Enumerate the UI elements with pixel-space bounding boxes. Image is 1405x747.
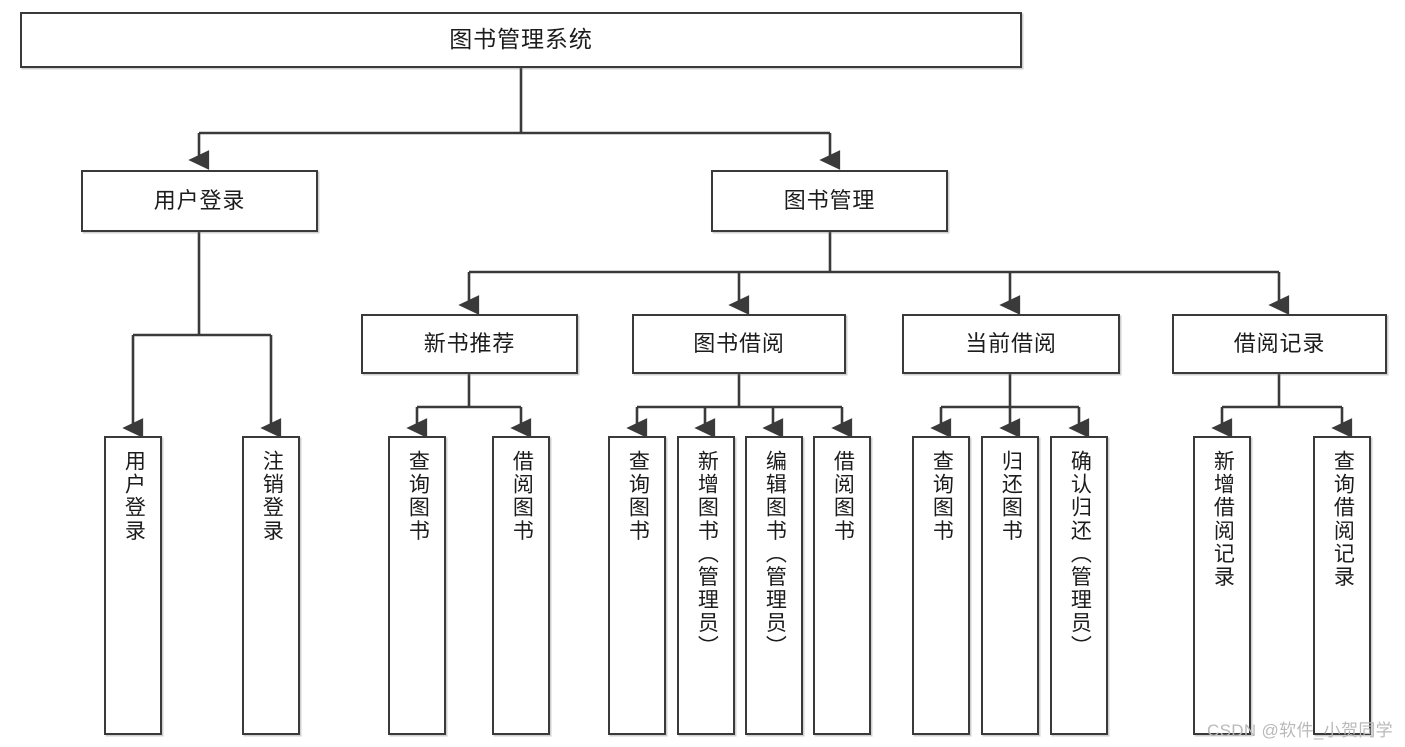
node-leaf-query-book-current[interactable]: 查询图书 [912, 436, 970, 735]
watermark: CSDN @软件_小贺同学 [1206, 721, 1393, 740]
node-label: 归还图书 [999, 450, 1023, 543]
node-root-book-management-system[interactable]: 图书管理系统 [20, 12, 1022, 68]
node-user-login[interactable]: 用户登录 [81, 170, 318, 232]
node-label: 注销登录 [260, 450, 284, 543]
node-label: 确认归还（管理员） [1068, 450, 1092, 658]
node-book-management[interactable]: 图书管理 [711, 170, 948, 232]
node-leaf-return-book[interactable]: 归还图书 [981, 436, 1039, 735]
node-label: 新增图书（管理员） [695, 450, 719, 658]
node-label: 用户登录 [153, 187, 246, 213]
node-label: 查询图书 [626, 450, 650, 543]
node-label: 借阅图书 [510, 450, 534, 543]
node-label: 借阅记录 [1233, 330, 1326, 356]
node-label: 新增借阅记录 [1211, 450, 1235, 589]
node-label: 新书推荐 [423, 330, 516, 356]
node-leaf-borrow-book-recommend[interactable]: 借阅图书 [492, 436, 550, 735]
node-borrow-record[interactable]: 借阅记录 [1172, 314, 1387, 374]
node-label: 查询图书 [406, 450, 430, 543]
node-label: 查询图书 [930, 450, 954, 543]
node-leaf-borrow-book[interactable]: 借阅图书 [813, 436, 871, 735]
node-label: 编辑图书（管理员） [763, 450, 787, 658]
node-leaf-add-borrow-record[interactable]: 新增借阅记录 [1193, 436, 1251, 735]
node-label: 当前借阅 [965, 330, 1057, 356]
node-leaf-confirm-return-admin[interactable]: 确认归还（管理员） [1050, 436, 1108, 735]
node-label: 图书管理系统 [449, 26, 593, 53]
node-leaf-edit-book-admin[interactable]: 编辑图书（管理员） [745, 436, 803, 735]
node-leaf-user-login[interactable]: 用户登录 [104, 436, 162, 735]
node-label: 借阅图书 [831, 450, 855, 543]
node-leaf-add-book-admin[interactable]: 新增图书（管理员） [677, 436, 735, 735]
node-label: 查询借阅记录 [1331, 450, 1355, 589]
node-book-borrow[interactable]: 图书借阅 [632, 314, 846, 374]
node-label: 图书借阅 [693, 330, 785, 356]
node-label: 用户登录 [122, 450, 146, 543]
node-label: 图书管理 [783, 187, 876, 213]
node-leaf-query-borrow-record[interactable]: 查询借阅记录 [1313, 436, 1371, 735]
node-current-borrow[interactable]: 当前借阅 [902, 314, 1120, 374]
node-new-book-recommendation[interactable]: 新书推荐 [361, 314, 578, 374]
node-leaf-query-book-borrow[interactable]: 查询图书 [608, 436, 666, 735]
node-leaf-query-book-recommend[interactable]: 查询图书 [388, 436, 446, 735]
node-leaf-logout[interactable]: 注销登录 [242, 436, 300, 735]
